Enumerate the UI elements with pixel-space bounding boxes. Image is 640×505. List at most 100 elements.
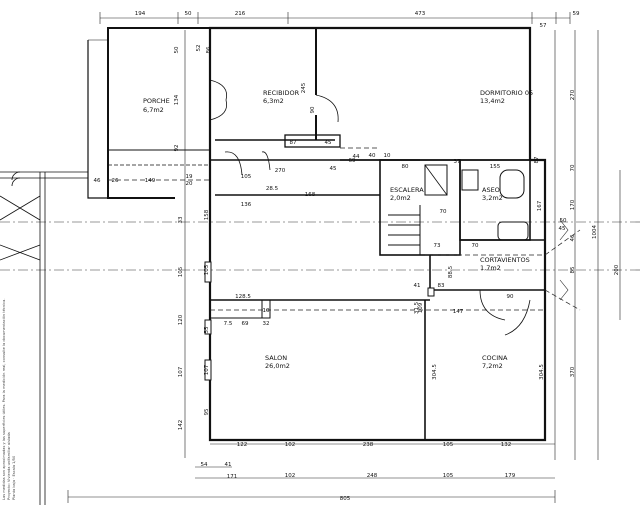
dim-right: 170 xyxy=(570,199,576,210)
dim-mid: 37 xyxy=(454,159,461,165)
dim-right-small: 45 xyxy=(559,226,566,232)
walls xyxy=(87,26,547,442)
side-note-line: Planta baja · Escala 1/50 xyxy=(12,455,16,500)
dim-mid: 20 xyxy=(186,181,193,187)
dim-stair: 70 xyxy=(440,209,447,215)
doors xyxy=(209,79,531,336)
room-area-porche: 6,7m2 xyxy=(143,106,164,114)
dim-recibidor: 86 xyxy=(206,46,212,53)
hidden-lines xyxy=(108,147,581,311)
dim-bottom: 132 xyxy=(501,442,512,448)
dim-mid: 168 xyxy=(305,192,316,198)
dim-mid-small: 40 xyxy=(369,153,376,159)
room-label-cortavientos: CORTAVIENTOS xyxy=(480,256,530,264)
dim-left: 107 xyxy=(178,366,184,377)
dim-top: 216 xyxy=(235,11,246,17)
porche-dimensions: 50 134 92 52 xyxy=(174,45,202,152)
room-area-cortavientos: 1,7m2 xyxy=(480,264,501,272)
room-label-recibidor: RECIBIDOR xyxy=(263,89,300,97)
dim-recibidor: 90 xyxy=(310,106,316,113)
dim-mid-small: 45 xyxy=(330,166,337,172)
dim-top: 50 xyxy=(185,11,192,17)
exterior-steps xyxy=(0,171,88,505)
dim-bottom-mid: 41 xyxy=(225,462,232,468)
dim-right-small: 167 xyxy=(537,200,543,211)
dim-porche: 134 xyxy=(174,94,180,105)
kitchen-dimensions: 304.5 304.5 xyxy=(432,364,545,380)
dim-salon: 55 xyxy=(204,326,210,333)
dim-right: 1004 xyxy=(592,225,598,239)
dim-mid-small: 28.5 xyxy=(266,186,279,192)
top-dimensions: 194 50 216 473 57 59 xyxy=(135,11,580,29)
room-label-salon: SALON xyxy=(265,354,287,362)
dim-mid: 155 xyxy=(490,164,501,170)
room-area-recibidor: 6,3m2 xyxy=(263,97,284,105)
dim-porche: 50 xyxy=(174,46,180,53)
dim-bottom: 238 xyxy=(363,442,374,448)
recibidor-dimensions: 86 245 90 87 45 44 xyxy=(206,46,360,160)
right-dimensions: 270 70 170 46 85 370 1004 200 xyxy=(570,89,620,377)
dim-porche: 92 xyxy=(174,145,180,152)
dim-bottom-outer: 805 xyxy=(340,496,351,502)
left-dimensions: 33 105 120 107 142 xyxy=(178,216,184,430)
salon-dimensions: 55 107 95 xyxy=(204,326,210,415)
side-note-line: Proyecto: Vivienda unifamiliar aislada xyxy=(7,432,11,500)
dim-stair: 109 xyxy=(418,302,424,313)
dim-recibidor: 44 xyxy=(353,154,360,160)
dim-hall: 7.5 xyxy=(224,321,233,327)
dim-left: 142 xyxy=(178,420,184,431)
room-area-salon: 26,0m2 xyxy=(265,362,290,370)
dim-kitchen: 304.5 xyxy=(539,364,545,380)
dim-bottom-mid: 105 xyxy=(443,473,454,479)
dim-stair: 83 xyxy=(438,283,445,289)
dim-recibidor: 87 xyxy=(290,140,297,146)
dim-right-small: 87 xyxy=(534,156,540,163)
dim-recibidor: 45 xyxy=(325,140,332,146)
side-note: Las medidas son aproximadas y las superf… xyxy=(2,299,16,501)
dim-stair: 88.5 xyxy=(448,265,454,278)
dim-top: 59 xyxy=(573,11,580,17)
dim-mid-small: 10 xyxy=(384,153,391,159)
stair-dimensions: 70 73 70 41 83 90 88.5 147 31.5 109 xyxy=(414,209,514,315)
room-area-escalera: 2,0m2 xyxy=(390,194,411,202)
dim-salon: 107 xyxy=(204,364,210,375)
dim-right-small: 50 xyxy=(560,218,567,224)
dim-stair: 31.5 xyxy=(414,301,420,314)
hall-dimensions: 158 105 128.5 10 7.5 69 32 xyxy=(204,209,270,327)
dim-hall: 10 xyxy=(263,308,270,314)
dim-hall: 105 xyxy=(204,264,210,275)
dim-mid: 105 xyxy=(241,174,252,180)
dim-right: 85 xyxy=(570,266,576,273)
room-labels: PORCHE 6,7m2 RECIBIDOR 6,3m2 DORMITORIO … xyxy=(143,89,533,370)
dim-mid: 149 xyxy=(145,178,156,184)
dim-right: 200 xyxy=(614,264,620,275)
right-markers xyxy=(559,219,569,301)
dim-mid: 46 xyxy=(94,178,101,184)
dim-stair: 90 xyxy=(507,294,514,300)
dim-bottom-mid: 54 xyxy=(201,462,208,468)
dim-mid: 136 xyxy=(241,202,252,208)
dim-stair: 41 xyxy=(414,283,421,289)
dimension-lines xyxy=(67,12,621,503)
dim-mid: 80 xyxy=(402,164,409,170)
dim-recibidor: 245 xyxy=(301,82,307,93)
room-label-cocina: COCINA xyxy=(482,354,508,362)
dim-right: 370 xyxy=(570,366,576,377)
mid-row-dimensions: 46 26 149 19 20 105 136 168 69 80 37 155 xyxy=(94,158,501,208)
dim-salon: 95 xyxy=(204,408,210,415)
room-label-porche: PORCHE xyxy=(143,97,170,105)
dim-left: 105 xyxy=(178,266,184,277)
dim-hall: 158 xyxy=(204,209,210,220)
dim-left: 120 xyxy=(178,314,184,325)
right-small-dimensions: 50 45 167 87 xyxy=(534,156,567,232)
dim-right: 70 xyxy=(570,164,576,171)
dim-top: 473 xyxy=(415,11,426,17)
dim-porche: 52 xyxy=(196,45,202,52)
dim-stair: 73 xyxy=(434,243,441,249)
dim-mid: 69 xyxy=(349,158,356,164)
dim-top: 194 xyxy=(135,11,146,17)
dim-bottom-mid: 179 xyxy=(505,473,516,479)
dim-right: 270 xyxy=(570,89,576,100)
room-label-aseo: ASEO xyxy=(482,186,500,194)
